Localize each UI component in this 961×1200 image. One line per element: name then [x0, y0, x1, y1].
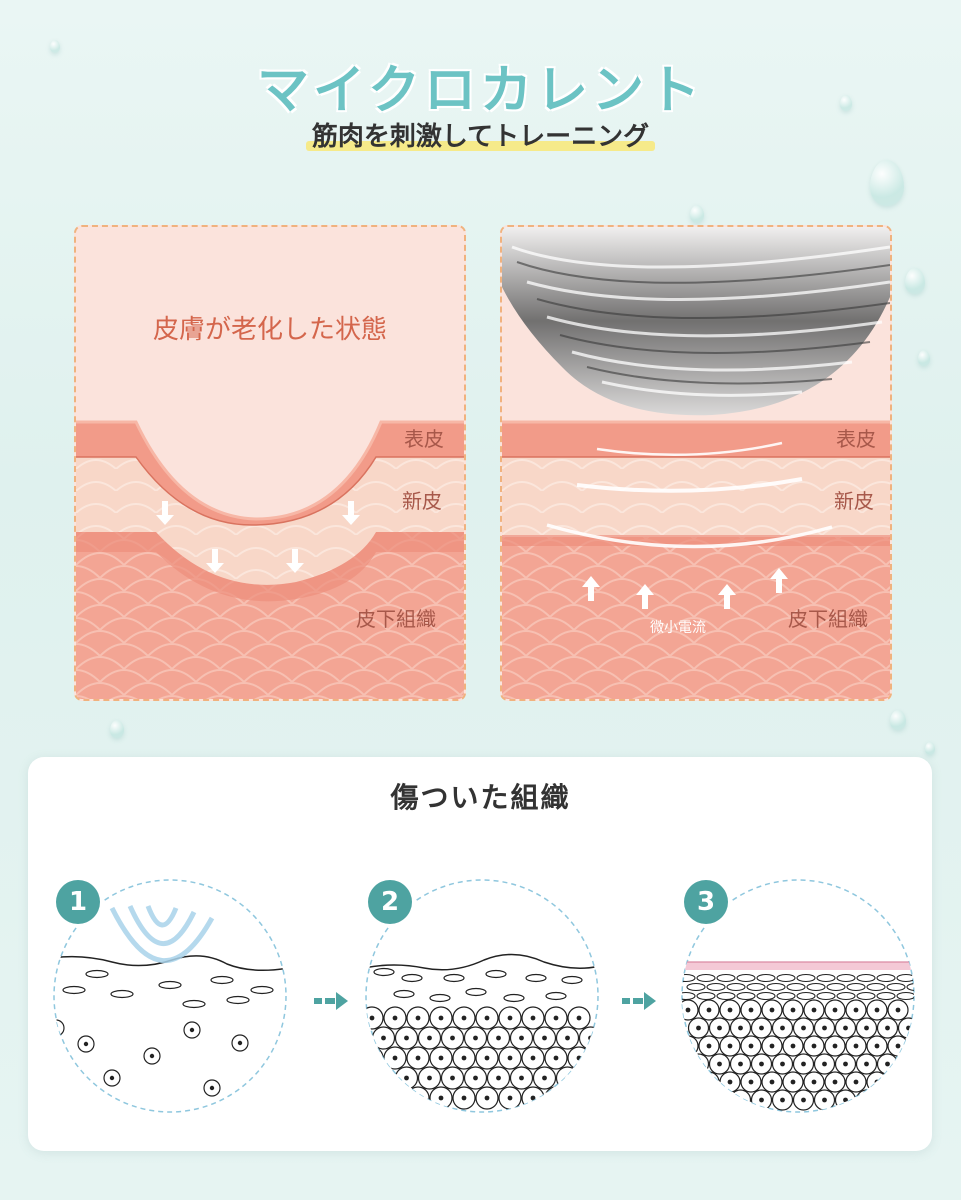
page-title: マイクロカレント [257, 61, 704, 121]
aged-skin-illustration [76, 420, 464, 699]
water-drop-icon [925, 742, 935, 755]
subtitle-wrap: 筋肉を刺激してトレーニング [0, 116, 961, 153]
microcurrent-skin-panel: 表皮 新皮 皮下組織 微小電流 [500, 225, 892, 701]
water-drop-icon [890, 710, 906, 730]
aged-skin-title: 皮膚が老化した状態 [152, 315, 387, 345]
card-title-wrap: 傷ついた組織 [0, 776, 961, 816]
water-drop-icon [918, 350, 930, 366]
label-epidermis: 表皮 [404, 427, 444, 451]
tissue-stage-1-illustration [53, 879, 287, 1113]
aged-skin-panel: 皮膚が老化した状態 表皮 新皮 皮下組織 [74, 225, 466, 701]
arrow-right-icon [622, 992, 656, 1010]
arrow-right-icon [314, 992, 348, 1010]
water-drop-icon [905, 268, 925, 294]
label-subcutaneous: 皮下組織 [356, 607, 436, 631]
label-new-skin: 新皮 [402, 489, 442, 513]
label-epidermis: 表皮 [836, 427, 876, 451]
page-subtitle: 筋肉を刺激してトレーニング [305, 116, 656, 153]
label-microcurrent: 微小電流 [650, 620, 706, 636]
down-arrow-icons [156, 501, 360, 573]
microcurrent-skin-illustration [502, 227, 890, 699]
microcurrent-device-icon [502, 227, 890, 416]
water-drop-icon [840, 95, 852, 111]
tissue-stage-1: 1 [52, 878, 288, 1114]
tissue-stage-3-illustration [681, 879, 915, 1113]
tissue-stage-2: 2 [364, 878, 600, 1114]
current-wave-icon [109, 904, 215, 963]
label-new-skin: 新皮 [834, 489, 874, 513]
tissue-stage-2-illustration [365, 879, 599, 1113]
water-drop-icon [690, 205, 704, 223]
water-drop-icon [110, 720, 124, 738]
label-subcutaneous: 皮下組織 [788, 607, 868, 631]
damaged-tissue-title: 傷ついた組織 [384, 776, 577, 816]
step-badge-2: 2 [368, 880, 412, 924]
up-arrow-icons [582, 568, 788, 609]
step-badge-3: 3 [684, 880, 728, 924]
step-badge-1: 1 [56, 880, 100, 924]
tissue-stage-3: 3 [680, 878, 916, 1114]
water-drop-icon [50, 40, 60, 53]
water-drop-icon [870, 160, 904, 206]
